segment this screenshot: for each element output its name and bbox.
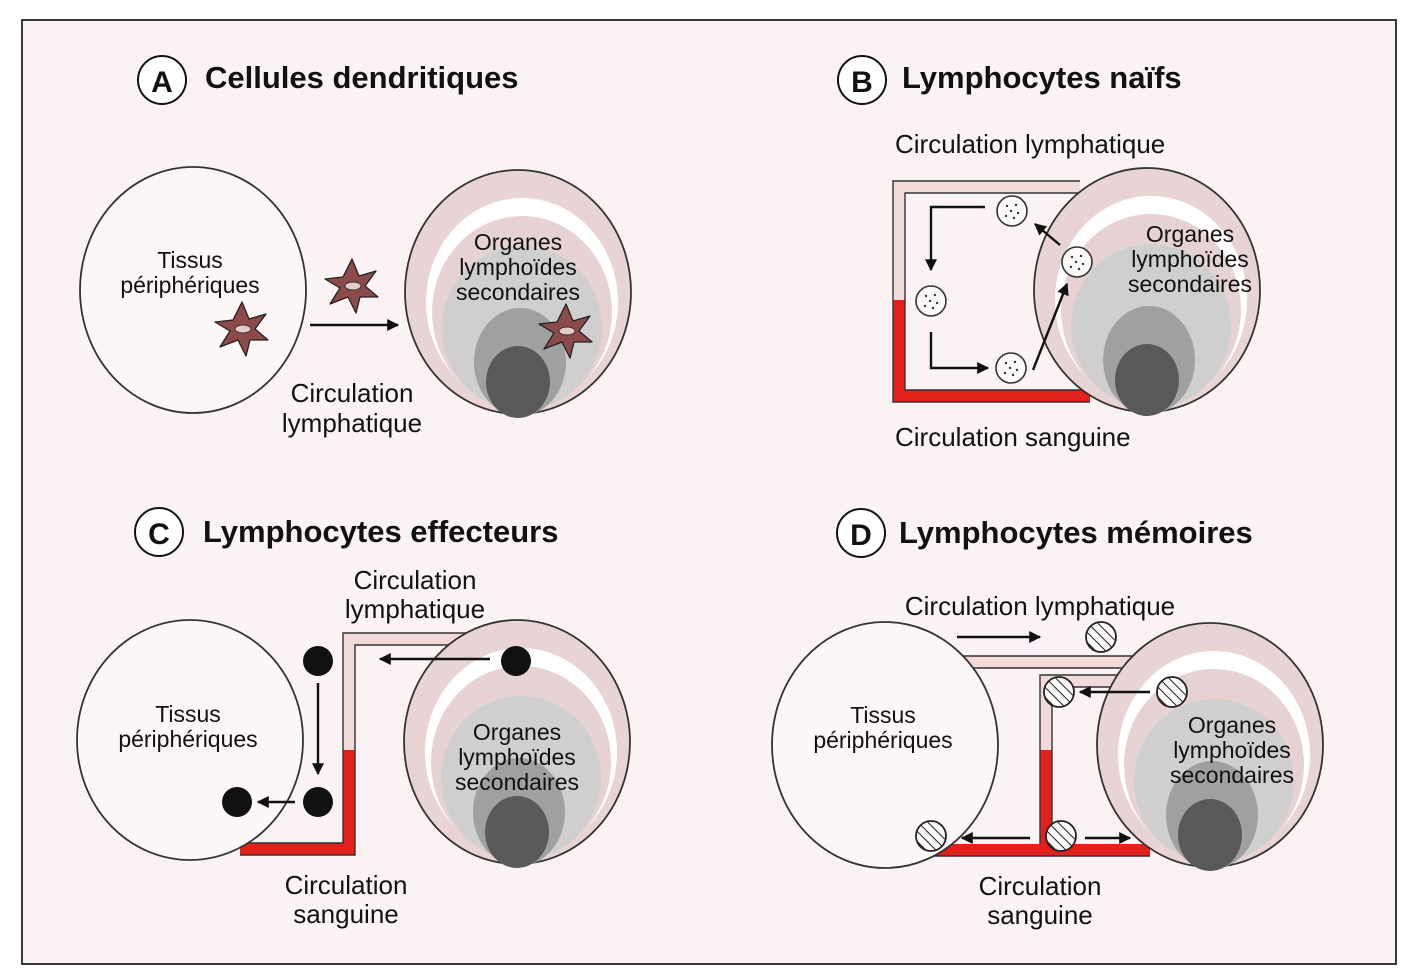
- svg-text:C: C: [148, 518, 170, 551]
- tissue-label-line2: périphériques: [120, 272, 259, 298]
- memory-lymphocyte: [915, 820, 947, 852]
- effector-lymphocyte: [303, 646, 333, 676]
- lymph-flow-label-line2: lymphatique: [345, 594, 485, 624]
- flow-arrow: [925, 205, 985, 272]
- panel-d: D Lymphocytes mémoires Circulation lymph…: [771, 508, 1324, 930]
- effector-lymphocyte: [222, 787, 252, 817]
- memory-lymphocyte: [1045, 820, 1077, 852]
- organ-label-line1: Organes: [1188, 712, 1276, 738]
- blood-flow-label-line1: Circulation: [285, 870, 408, 900]
- blood-vessel: [930, 844, 1150, 856]
- organ-label-line3: secondaires: [1128, 271, 1252, 297]
- panel-c-badge: C: [134, 507, 184, 557]
- tissue-label-line1: Tissus: [157, 247, 223, 273]
- organ-label-line3: secondaires: [455, 769, 579, 795]
- lymph-flow-label: Circulation lymphatique: [905, 591, 1175, 621]
- panel-c: C Lymphocytes effecteurs Circulation lym…: [76, 507, 631, 929]
- panel-a-badge: A: [137, 55, 187, 105]
- tissue-circle: [79, 166, 307, 414]
- organ-label-line3: secondaires: [456, 279, 580, 305]
- blood-flow-label-line2: sanguine: [293, 899, 399, 929]
- organ-label-line3: secondaires: [1170, 762, 1294, 788]
- naive-lymphocyte: [995, 352, 1027, 384]
- svg-text:A: A: [151, 66, 173, 99]
- effector-lymphocyte: [501, 646, 531, 676]
- organ-label-line2: lymphoïdes: [1131, 246, 1249, 272]
- memory-lymphocyte: [1156, 676, 1188, 708]
- svg-text:B: B: [851, 66, 873, 99]
- flow-arrow: [929, 332, 990, 374]
- lymphatic-vessel: [960, 656, 1140, 668]
- blood-vessel: [240, 750, 355, 855]
- memory-lymphocyte: [1043, 676, 1075, 708]
- blood-flow-label-line2: sanguine: [987, 900, 1093, 930]
- panel-a-title: Cellules dendritiques: [205, 60, 519, 95]
- tissue-label-line2: périphériques: [813, 727, 952, 753]
- naive-lymphocyte: [996, 195, 1028, 227]
- tissue-label-line2: périphériques: [118, 726, 257, 752]
- svg-text:D: D: [850, 519, 872, 552]
- effector-lymphocyte: [303, 787, 333, 817]
- panel-d-title: Lymphocytes mémoires: [899, 515, 1253, 550]
- tissue-circle: [771, 621, 999, 869]
- panel-b-badge: B: [837, 55, 887, 105]
- panel-b-title: Lymphocytes naïfs: [902, 60, 1182, 95]
- flow-arrow: [1034, 223, 1061, 246]
- lymphatic-vessel: [893, 181, 1080, 300]
- lymphatic-vessel: [1040, 675, 1140, 750]
- organ-label-line2: lymphoïdes: [458, 744, 576, 770]
- organ-label-line1: Organes: [474, 229, 562, 255]
- organ-label-line2: lymphoïdes: [1173, 737, 1291, 763]
- blood-vessel: [893, 300, 1090, 402]
- flow-label-line1: Circulation: [291, 378, 414, 408]
- organ-label-line2: lymphoïdes: [459, 254, 577, 280]
- memory-lymphocyte: [1085, 621, 1117, 653]
- naive-lymphocyte: [915, 285, 947, 317]
- flow-arrow: [1031, 282, 1069, 371]
- lymphatic-vessel: [343, 633, 470, 750]
- tissue-label-line1: Tissus: [850, 702, 916, 728]
- organ-label-line1: Organes: [473, 719, 561, 745]
- blood-flow-label: Circulation sanguine: [895, 422, 1131, 452]
- naive-lymphocyte: [1061, 246, 1093, 278]
- tissue-label-line1: Tissus: [155, 701, 221, 727]
- panel-a: A Cellules dendritiques Tissus périphéri…: [79, 55, 632, 438]
- blood-flow-label-line1: Circulation: [979, 871, 1102, 901]
- organ-label-line1: Organes: [1146, 221, 1234, 247]
- lymph-flow-label-line1: Circulation: [354, 565, 477, 595]
- lymph-flow-label: Circulation lymphatique: [895, 129, 1165, 159]
- panel-d-badge: D: [836, 508, 886, 558]
- flow-label-line2: lymphatique: [282, 408, 422, 438]
- panel-c-title: Lymphocytes effecteurs: [203, 514, 558, 549]
- panel-b: B Lymphocytes naïfs Circulation lymphati…: [837, 55, 1261, 452]
